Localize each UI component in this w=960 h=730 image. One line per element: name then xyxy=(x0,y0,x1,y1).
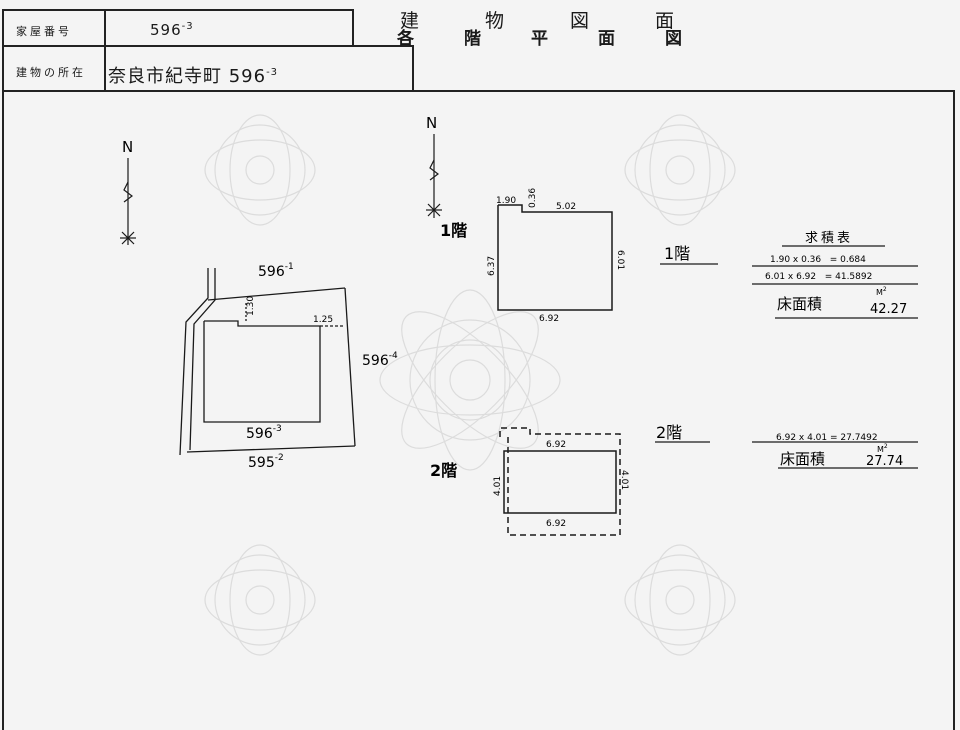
main-frame xyxy=(2,90,955,730)
floor2-dim-right: 4.01 xyxy=(619,470,629,490)
site-north-arrow xyxy=(120,158,136,245)
area-floor2-calc: 6.92 x 4.01 = 27.7492 xyxy=(776,433,878,443)
area-floor2-area-label: 床面積 xyxy=(780,450,825,468)
floor1-dim-637: 6.37 xyxy=(487,256,497,276)
floor1-dim-601: 6.01 xyxy=(615,250,625,270)
location-label: 建物の所在 xyxy=(16,66,86,79)
location-value: 奈良市紀寺町 596-3 xyxy=(108,66,279,87)
area-floor1-label: 1階 xyxy=(664,244,690,263)
lot-self-label: 596-3 xyxy=(246,424,282,442)
house-no-divider xyxy=(104,9,106,47)
lot-north-label: 596-1 xyxy=(258,262,294,280)
floor2-plan-label: 2階 xyxy=(430,461,457,480)
floor-north-arrow xyxy=(426,134,442,218)
floor2-plan xyxy=(499,427,621,536)
floor1-dim-036: 0.36 xyxy=(528,188,538,208)
lot-south-label: 595-2 xyxy=(248,453,284,471)
floor2-dim-bottom: 6.92 xyxy=(546,519,566,529)
dim-130: 1.30 xyxy=(246,296,256,316)
house-no-value: 596-3 xyxy=(150,21,194,39)
floor1-dim-502: 5.02 xyxy=(556,202,576,212)
floor-north-label: N xyxy=(426,114,437,132)
area-floor2-label: 2階 xyxy=(656,423,682,442)
house-no-label: 家屋番号 xyxy=(16,25,72,38)
site-plan xyxy=(179,268,356,456)
area-floor1-calc1: 1.90 x 0.36 = 0.684 xyxy=(770,255,866,265)
floor2-dim-left: 4.01 xyxy=(493,476,503,496)
area-floor1-area-label: 床面積 xyxy=(777,295,822,313)
area-floor2-value: 27.74 xyxy=(866,454,903,469)
area-floor1-calc2: 6.01 x 6.92 = 41.5892 xyxy=(765,272,872,282)
watermark-pattern xyxy=(204,114,736,656)
floor1-plan-label: 1階 xyxy=(440,221,467,240)
area-floor1-unit: M2 xyxy=(876,286,887,297)
area-table-lines xyxy=(655,245,918,469)
area-table-title: 求積表 xyxy=(805,231,853,246)
floor-plan-title: 各階平面図 xyxy=(397,29,732,49)
location-divider xyxy=(104,45,106,92)
dim-125: 1.25 xyxy=(313,315,333,325)
floor1-dim-692: 6.92 xyxy=(539,314,559,324)
area-floor2-unit: M2 xyxy=(877,443,888,454)
floor2-dim-top: 6.92 xyxy=(546,440,566,450)
drawing-title: 建物図面 xyxy=(400,10,741,32)
site-north-label: N xyxy=(122,138,133,156)
area-floor1-value: 42.27 xyxy=(870,302,907,317)
lot-east-label: 596-4 xyxy=(362,351,398,369)
floor1-dim-190: 1.90 xyxy=(496,196,516,206)
floor1-plan xyxy=(497,204,613,311)
